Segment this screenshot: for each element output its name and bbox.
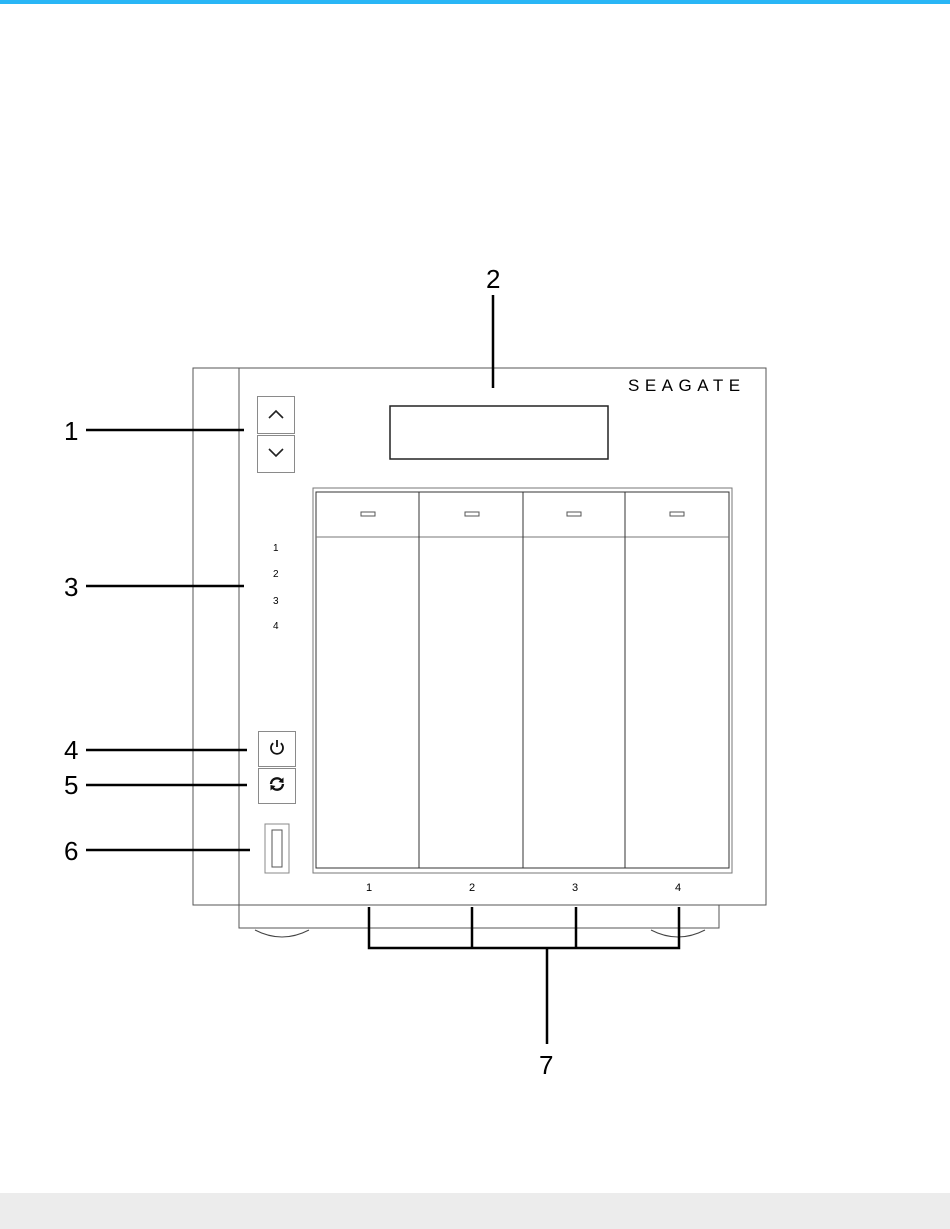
callout-5: 5 xyxy=(64,772,78,798)
lcd-screen xyxy=(390,406,608,459)
brand-logo: SEAGATE xyxy=(628,376,746,396)
bay-latch-2 xyxy=(465,512,479,516)
bay-latch-3 xyxy=(567,512,581,516)
status-led-label-1: 1 xyxy=(273,544,279,554)
drive-bay-label-3: 3 xyxy=(572,883,578,894)
callout-2: 2 xyxy=(486,266,500,292)
bay-latch-4 xyxy=(670,512,684,516)
callout-3: 3 xyxy=(64,574,78,600)
left-foot xyxy=(255,930,309,937)
status-led-label-3: 3 xyxy=(273,597,279,607)
callout-4: 4 xyxy=(64,737,78,763)
drive-bay-label-1: 1 xyxy=(366,883,372,894)
up-button[interactable] xyxy=(257,396,295,434)
bay-latch-1 xyxy=(361,512,375,516)
power-button[interactable] xyxy=(258,731,296,767)
usb-port-slot xyxy=(272,830,282,867)
backup-button[interactable] xyxy=(258,768,296,804)
status-led-label-4: 4 xyxy=(273,622,279,632)
chevron-down-icon xyxy=(268,445,284,463)
refresh-icon xyxy=(268,775,286,798)
drive-bay-label-4: 4 xyxy=(675,883,681,894)
drive-bay-label-2: 2 xyxy=(469,883,475,894)
down-button[interactable] xyxy=(257,435,295,473)
callout-1: 1 xyxy=(64,418,78,444)
callout-6: 6 xyxy=(64,838,78,864)
status-led-label-2: 2 xyxy=(273,570,279,580)
footer-band xyxy=(0,1193,950,1229)
callout-7: 7 xyxy=(539,1052,553,1078)
power-icon xyxy=(268,738,286,761)
chevron-up-icon xyxy=(268,406,284,424)
chassis-base xyxy=(239,905,719,928)
